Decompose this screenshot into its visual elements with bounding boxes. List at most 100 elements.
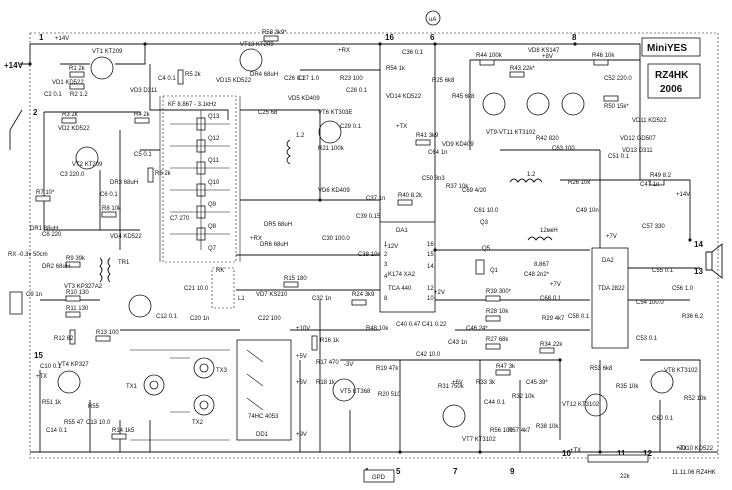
brand-title: MiniYES <box>647 43 687 54</box>
svg-text:R54 1k: R54 1k <box>386 66 406 72</box>
svg-text:VD13 D311: VD13 D311 <box>622 148 653 154</box>
svg-text:R38 10k: R38 10k <box>536 424 559 430</box>
resistor-r41 <box>415 139 431 146</box>
pin-11: 11 <box>617 449 626 458</box>
svg-text:R41 3k9: R41 3k9 <box>416 133 439 139</box>
crystal-filter-block <box>162 95 237 263</box>
svg-text:Q7: Q7 <box>208 246 217 252</box>
svg-text:C2 0.1: C2 0.1 <box>44 92 62 98</box>
svg-text:R2 1.2: R2 1.2 <box>70 92 88 98</box>
da1-type: TCA 440 <box>388 286 412 292</box>
svg-text:C39 0.15: C39 0.15 <box>356 214 381 220</box>
svg-text:R35 10k: R35 10k <box>616 384 639 390</box>
pin-15: 15 <box>34 351 43 360</box>
svg-text:R14 1k5: R14 1k5 <box>112 428 135 434</box>
resistor-r2 <box>69 83 85 90</box>
tx2-label: TX2 <box>192 420 204 426</box>
svg-text:R45 6k8: R45 6k8 <box>452 94 475 100</box>
svg-text:R17 470: R17 470 <box>316 360 339 366</box>
svg-text:R6 2k: R6 2k <box>155 171 172 177</box>
pin-9: 9 <box>510 467 515 476</box>
svg-text:R43 22k*: R43 22k* <box>510 66 535 72</box>
transistor-symbols: VT1 KT209 VT2 KT209 VT3 KP327А2 VT4 KP32… <box>57 42 698 443</box>
inductor-labels: DR1 68uH DR2 68uH DR3 68uH DR4 68uH DR5 … <box>30 72 292 302</box>
vt3-label: VT3 KP327А2 <box>64 284 103 290</box>
vt2-label: VT2 KT209 <box>72 162 103 168</box>
svg-text:R29 4k7: R29 4k7 <box>542 316 565 322</box>
svg-text:C36 0.1: C36 0.1 <box>402 50 424 56</box>
svg-text:C37 1n: C37 1n <box>366 196 385 202</box>
pin-16: 16 <box>385 33 394 42</box>
svg-text:C55 0.1: C55 0.1 <box>652 268 674 274</box>
svg-text:DR3 68uH: DR3 68uH <box>110 180 138 186</box>
svg-text:14: 14 <box>427 264 434 270</box>
svg-text:+14V: +14V <box>676 192 690 198</box>
svg-text:R11 130: R11 130 <box>66 306 89 312</box>
svg-text:C40 0.47: C40 0.47 <box>396 322 421 328</box>
svg-text:+7V: +7V <box>550 282 561 288</box>
resistor-r7 <box>35 195 51 202</box>
vt5-label: VT5 KT368 <box>340 389 371 395</box>
svg-text:C44 0.1: C44 0.1 <box>484 400 506 406</box>
svg-text:VD15 KD522: VD15 KD522 <box>216 78 252 84</box>
da1-alt: K174 XA2 <box>388 272 416 278</box>
inductor-l2 <box>286 139 291 165</box>
da2-ref: DA2 <box>602 258 614 264</box>
svg-text:VD6 KD409: VD6 KD409 <box>318 188 350 194</box>
svg-text:C52 220.0: C52 220.0 <box>604 76 632 82</box>
resistor-r14 <box>111 433 127 440</box>
svg-text:R20 510: R20 510 <box>378 392 401 398</box>
filter-wires <box>170 110 230 250</box>
vt1-label: VT1 KT209 <box>92 49 123 55</box>
svg-text:VD8 KS147: VD8 KS147 <box>528 48 560 54</box>
svg-text:R21 100k: R21 100k <box>318 146 345 152</box>
svg-text:Q12: Q12 <box>208 136 220 142</box>
chip-da2 <box>591 247 629 349</box>
crystal-labels: Q1 Q5 Q3 Q13 Q12 Q11 Q10 Q9 Q8 Q7 <box>208 114 499 274</box>
svg-text:R27 68k: R27 68k <box>486 337 509 343</box>
svg-text:R1 2k: R1 2k <box>69 66 86 72</box>
resistor-r15 <box>283 281 299 288</box>
dd1-switches <box>246 349 264 411</box>
svg-text:C14 0.1: C14 0.1 <box>46 428 68 434</box>
transistor-vt9 <box>482 92 506 116</box>
svg-text:R52 10k: R52 10k <box>684 396 707 402</box>
wiring <box>39 44 701 452</box>
transistor-vt2 <box>75 146 99 170</box>
svg-text:R36 6.2: R36 6.2 <box>682 314 704 320</box>
svg-text:R31 750k: R31 750k <box>438 384 465 390</box>
vt12-label: VT12 KT3102 <box>562 402 600 408</box>
svg-text:C4 0.1: C4 0.1 <box>158 76 176 82</box>
svg-text:R47 3k: R47 3k <box>496 364 516 370</box>
svg-text:C6 0.1: C6 0.1 <box>100 192 118 198</box>
svg-text:R57 4k7: R57 4k7 <box>508 428 531 434</box>
svg-text:C53 0.1: C53 0.1 <box>636 336 658 342</box>
svg-text:DR4 68uH: DR4 68uH <box>250 72 278 78</box>
svg-text:C48 2n2*: C48 2n2* <box>524 272 550 278</box>
transistor-vt12 <box>584 393 608 417</box>
svg-text:R33 3k: R33 3k <box>476 380 496 386</box>
l2-label: 1.2 <box>296 133 305 139</box>
speaker-icon <box>705 243 723 279</box>
svg-text:C26 0.1: C26 0.1 <box>284 76 306 82</box>
svg-text:R15 180: R15 180 <box>284 276 307 282</box>
vt4-label: VT4 KP327 <box>58 362 89 368</box>
svg-text:3: 3 <box>384 262 388 268</box>
svg-text:C21 10.0: C21 10.0 <box>184 286 209 292</box>
resistor-r46 <box>593 59 609 66</box>
rf-connector <box>9 291 23 315</box>
rx-tx-label: RX -0.3v 50cm <box>8 252 48 258</box>
transistor-vt7 <box>442 404 466 428</box>
svg-text:R5 2k: R5 2k <box>185 72 202 78</box>
svg-text:DR2 68uH: DR2 68uH <box>42 264 70 270</box>
svg-text:C20 1n: C20 1n <box>190 316 209 322</box>
resistor-r9 <box>65 261 81 268</box>
svg-text:R34 22k: R34 22k <box>540 342 563 348</box>
component-labels: R1 2k R2 1.2 R3 2k R4 2k R5 2k R6 2k R7 … <box>36 30 707 434</box>
transformer-block: TX1 TX3 TX2 <box>126 349 230 441</box>
crystal-ladder <box>170 110 230 250</box>
svg-text:+6V: +6V <box>452 380 463 386</box>
svg-text:R44 100k: R44 100k <box>476 53 503 59</box>
pin-13: 13 <box>694 267 703 276</box>
svg-text:+2V: +2V <box>434 290 445 296</box>
